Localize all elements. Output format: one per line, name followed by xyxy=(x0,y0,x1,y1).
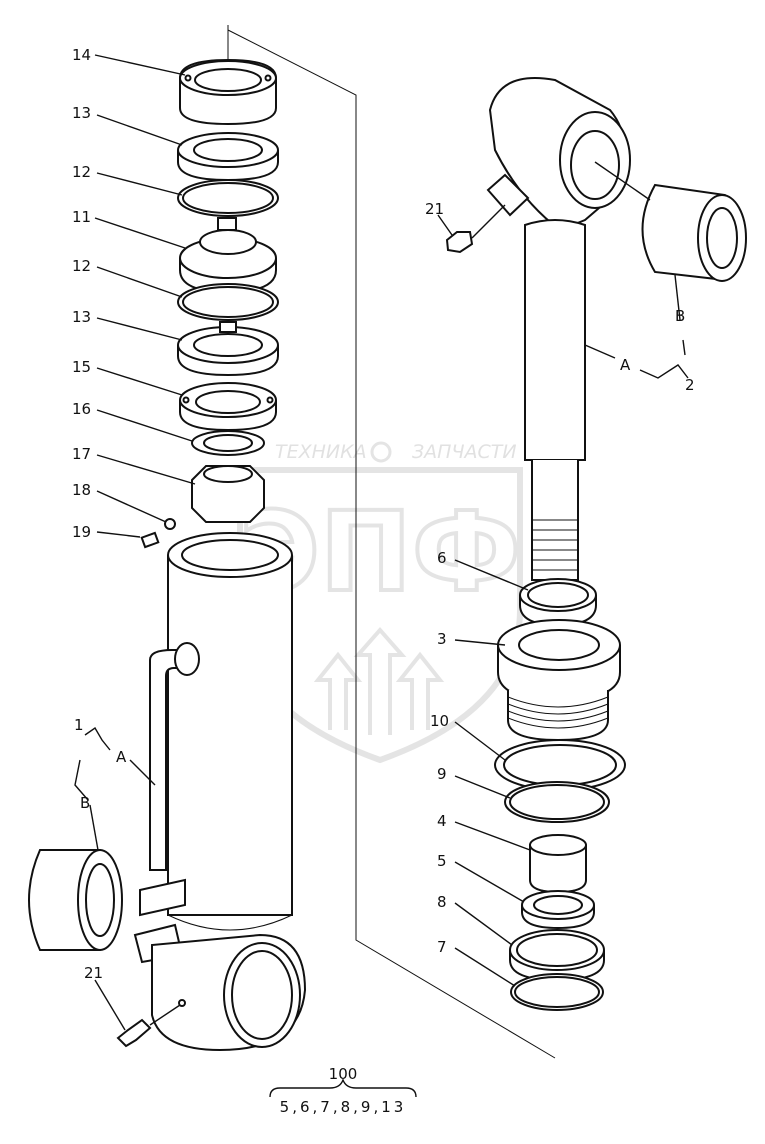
label-3: 3 xyxy=(437,630,447,648)
part-2b-bushing xyxy=(641,183,747,282)
label-21-upper: 21 xyxy=(425,200,444,218)
label-12-upper: 12 xyxy=(72,163,91,181)
leader-lines xyxy=(74,54,689,1098)
part-10-backup-ring xyxy=(494,739,626,791)
part-15-ring xyxy=(179,382,277,432)
label-17: 17 xyxy=(72,445,91,463)
label-16: 16 xyxy=(72,400,91,418)
label-9: 9 xyxy=(437,765,447,783)
label-1: 1 xyxy=(74,716,84,734)
watermark-arrows xyxy=(313,626,445,735)
watermark-right-text: ЗАПЧАСТИ xyxy=(412,441,517,463)
label-21-lower: 21 xyxy=(84,964,103,982)
label-11: 11 xyxy=(72,208,91,226)
label-19: 19 xyxy=(72,523,91,541)
label-1-b: B xyxy=(80,794,90,812)
label-6: 6 xyxy=(437,549,447,567)
part-5-ring xyxy=(521,890,595,930)
part-13-lower-ring xyxy=(177,321,279,377)
label-15: 15 xyxy=(72,358,91,376)
kit-contents: 5,6,7,8,9,13 xyxy=(280,1098,407,1116)
part-21-lower-grease-nipple xyxy=(116,1018,152,1048)
part-9-o-ring xyxy=(504,781,610,823)
label-7: 7 xyxy=(437,938,447,956)
part-1b-bushing xyxy=(28,849,123,951)
kit-number: 100 xyxy=(329,1065,358,1083)
part-3-cylinder-head xyxy=(497,619,621,742)
part-18-ball xyxy=(164,518,176,530)
watermark-left-text: ТЕХНИКА xyxy=(275,441,367,463)
part-14-ring xyxy=(179,58,277,126)
label-1-a: A xyxy=(116,748,127,766)
label-13-lower: 13 xyxy=(72,308,91,326)
part-8-ring xyxy=(509,929,605,982)
part-17-nut xyxy=(191,465,265,523)
label-4: 4 xyxy=(437,812,447,830)
label-2-a: A xyxy=(620,356,631,374)
part-6-ring xyxy=(519,578,597,627)
gear-icon xyxy=(370,441,392,463)
part-7-o-ring xyxy=(510,973,604,1011)
label-10: 10 xyxy=(430,712,449,730)
assembly-alignment-line xyxy=(227,25,556,1059)
label-8: 8 xyxy=(437,893,447,911)
label-2: 2 xyxy=(685,376,695,394)
part-12-lower-ring xyxy=(177,283,279,321)
part-2-piston-rod xyxy=(486,77,631,581)
part-12-upper-ring xyxy=(177,179,279,217)
part-4-bushing xyxy=(529,834,587,894)
seal-kit-callout: 100 5,6,7,8,9,13 xyxy=(280,1065,407,1116)
label-12-lower: 12 xyxy=(72,257,91,275)
part-11-seal xyxy=(179,217,277,294)
part-19-set-screw xyxy=(140,531,160,549)
part-21-upper-grease-nipple xyxy=(445,231,474,254)
part-16-washer xyxy=(191,430,265,456)
label-14: 14 xyxy=(72,46,91,64)
part-13-upper-ring xyxy=(177,132,279,182)
label-2-b: B xyxy=(675,307,685,325)
label-18: 18 xyxy=(72,481,91,499)
label-13-upper: 13 xyxy=(72,104,91,122)
label-5: 5 xyxy=(437,852,447,870)
part-labels: 14 13 12 11 12 13 15 16 17 18 19 1 A B 2… xyxy=(72,46,695,982)
part-1-cylinder-tube xyxy=(133,532,307,1052)
